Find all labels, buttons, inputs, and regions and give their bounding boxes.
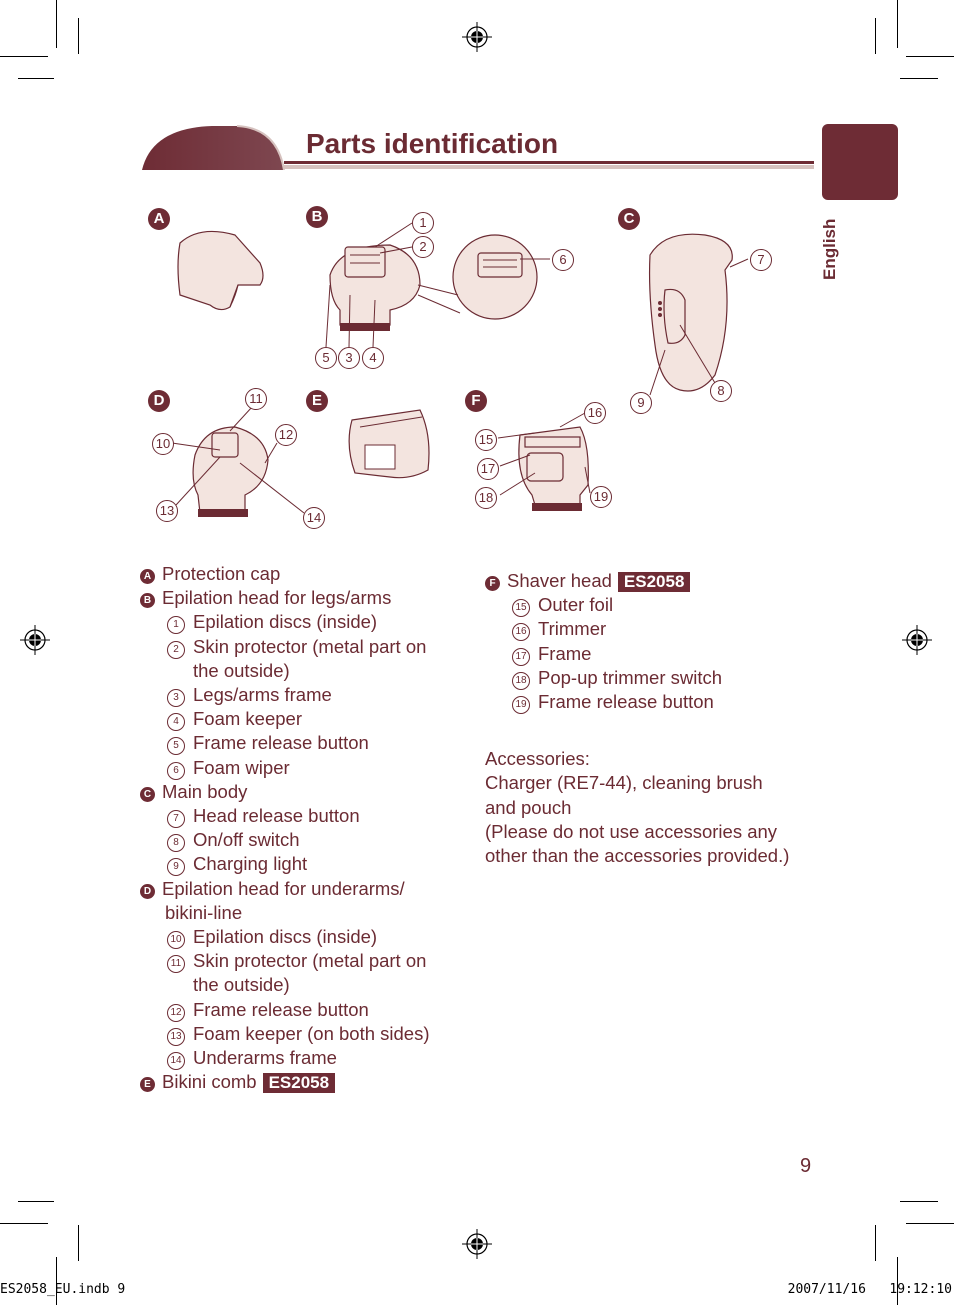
callout-6: 6 <box>552 249 574 271</box>
figure-badge-d: D <box>148 390 170 412</box>
registration-mark-icon <box>902 625 932 655</box>
crop-mark <box>897 0 898 48</box>
figure-badge-f: F <box>465 390 487 412</box>
callout-5: 5 <box>315 347 337 369</box>
callout-7: 7 <box>750 249 772 271</box>
crop-mark <box>0 1223 48 1224</box>
title-bar-decoration <box>142 125 814 170</box>
crop-mark <box>78 18 79 54</box>
accessories-text: other than the accessories provided.) <box>485 845 790 867</box>
crop-mark <box>897 1257 898 1305</box>
print-slug-left: ES2058_EU.indb 9 <box>0 1282 126 1297</box>
model-badge: ES2058 <box>262 1073 336 1094</box>
model-badge: ES2058 <box>617 572 691 592</box>
registration-mark-icon <box>462 22 492 52</box>
accessories-text: Charger (RE7-44), cleaning brush <box>485 772 763 794</box>
figure-badge-b: B <box>306 206 328 228</box>
callout-17: 17 <box>477 458 499 480</box>
print-slug-right: 2007/11/16 19:12:10 <box>787 1282 952 1297</box>
callout-11: 11 <box>245 388 267 410</box>
crop-mark <box>56 0 57 48</box>
language-tab <box>822 124 898 200</box>
callout-12: 12 <box>275 424 297 446</box>
callout-16: 16 <box>584 402 606 424</box>
page-title: Parts identification <box>306 128 559 159</box>
crop-mark <box>906 56 954 57</box>
accessories-title: Accessories: <box>485 748 590 770</box>
crop-mark <box>18 1201 54 1202</box>
figure-badge-a: A <box>148 208 170 230</box>
crop-mark <box>18 78 54 79</box>
registration-mark-icon <box>20 625 50 655</box>
callout-9: 9 <box>630 392 652 414</box>
callout-2: 2 <box>412 236 434 258</box>
page-number: 9 <box>800 1155 812 1177</box>
callout-18: 18 <box>475 487 497 509</box>
callout-3: 3 <box>338 347 360 369</box>
crop-mark <box>78 1225 79 1261</box>
callout-13: 13 <box>156 500 178 522</box>
crop-mark <box>56 1257 57 1305</box>
crop-mark <box>906 1223 954 1224</box>
callout-19: 19 <box>590 486 612 508</box>
callout-15: 15 <box>475 429 497 451</box>
callout-8: 8 <box>710 380 732 402</box>
main-body-illustration <box>648 233 733 392</box>
crop-mark <box>900 78 938 79</box>
crop-mark <box>875 1225 876 1261</box>
crop-mark <box>900 1201 938 1202</box>
crop-mark <box>0 56 48 57</box>
callout-10: 10 <box>152 433 174 455</box>
callout-14: 14 <box>303 507 325 529</box>
accessories-text: and pouch <box>485 796 572 818</box>
figure-badge-e: E <box>306 390 328 412</box>
crop-mark <box>875 18 876 54</box>
callout-4: 4 <box>362 347 384 369</box>
parts-illustration <box>171 222 749 517</box>
callout-1: 1 <box>412 212 434 234</box>
protection-cap-illustration <box>177 230 264 311</box>
figure-badge-c: C <box>618 208 640 230</box>
accessories-text: (Please do not use accessories any <box>485 820 778 842</box>
registration-mark-icon <box>462 1229 492 1259</box>
